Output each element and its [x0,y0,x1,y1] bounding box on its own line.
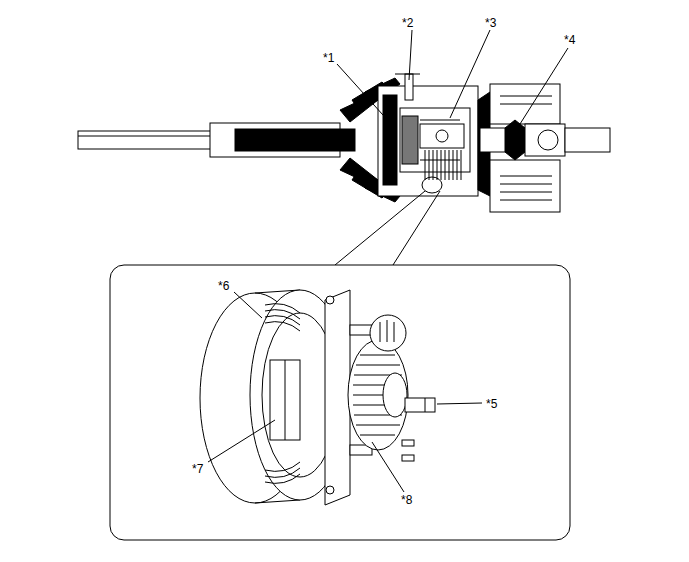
callout-number: *3 [485,17,496,29]
callout-number: *6 [218,280,229,292]
callout-number: *5 [486,398,497,410]
callout-number: *2 [402,17,413,29]
callout-number: *4 [564,34,575,46]
callout-number: *1 [323,52,334,64]
callout-number: *7 [192,463,203,475]
callout-number: *8 [401,494,412,506]
